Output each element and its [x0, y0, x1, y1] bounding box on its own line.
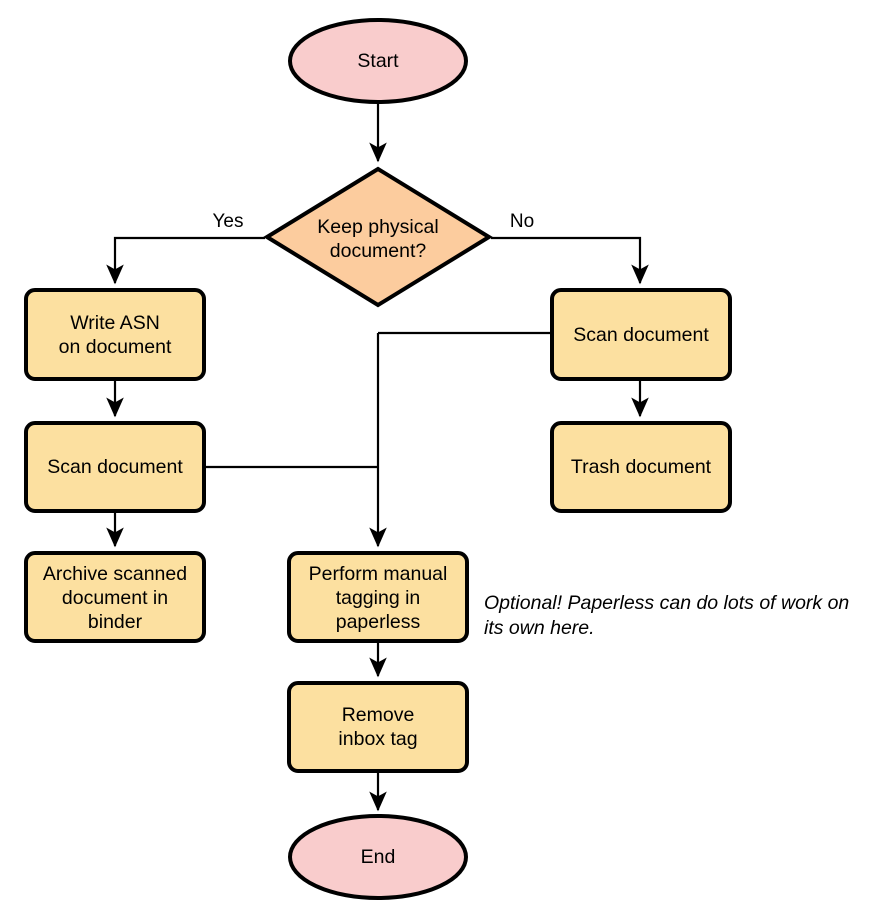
node-start[interactable]: Start — [288, 18, 468, 104]
start-label: Start — [357, 50, 399, 72]
edge-label-no: No — [510, 211, 534, 232]
trash-document-box[interactable] — [550, 421, 732, 513]
decision-label-line-2: document? — [330, 240, 427, 262]
trash-document-label: Trash document — [571, 456, 712, 478]
optional-note-line-2: its own here. — [484, 617, 595, 639]
node-trash-document[interactable]: Trash document — [550, 421, 732, 513]
node-end[interactable]: End — [288, 814, 468, 900]
archive-label-line-3: binder — [88, 611, 143, 633]
node-scan-document-left[interactable]: Scan document — [24, 421, 206, 513]
annotation-optional-note: Optional! Paperless can do lots of work … — [484, 592, 849, 639]
archive-label-line-1: Archive scanned — [43, 563, 187, 585]
archive-label-line-2: document in — [62, 587, 168, 609]
scan-document-left-box[interactable] — [24, 421, 206, 513]
tagging-label-line-3: paperless — [336, 611, 421, 633]
write-asn-label-line-2: on document — [59, 336, 172, 358]
scan-document-left-label: Scan document — [47, 456, 183, 478]
decision-label-line-1: Keep physical — [317, 216, 438, 238]
node-perform-manual-tagging[interactable]: Perform manual tagging in paperless — [287, 551, 469, 643]
node-decision-keep-physical-document[interactable]: Keep physical document? — [263, 166, 493, 308]
decision-diamond[interactable] — [263, 166, 493, 308]
optional-note-line-1: Optional! Paperless can do lots of work … — [484, 592, 849, 614]
remove-inbox-tag-box[interactable] — [287, 681, 469, 773]
node-remove-inbox-tag[interactable]: Remove inbox tag — [287, 681, 469, 773]
edge-decision-no-to-scan-right — [491, 236, 649, 285]
tagging-label-line-1: Perform manual — [309, 563, 448, 585]
node-archive-scanned-document[interactable]: Archive scanned document in binder — [24, 551, 206, 643]
write-asn-label-line-1: Write ASN — [70, 312, 160, 334]
edge-decision-yes-to-write-asn — [106, 236, 265, 285]
remove-inbox-tag-label-line-1: Remove — [342, 704, 415, 726]
scan-document-right-label: Scan document — [573, 324, 709, 346]
end-ellipse[interactable] — [288, 814, 468, 900]
node-scan-document-right[interactable]: Scan document — [550, 288, 732, 381]
scan-document-right-box[interactable] — [550, 288, 732, 381]
end-label: End — [361, 846, 396, 868]
remove-inbox-tag-label-line-2: inbox tag — [338, 728, 417, 750]
write-asn-box[interactable] — [24, 288, 206, 381]
start-ellipse[interactable] — [288, 18, 468, 104]
node-write-asn-on-document[interactable]: Write ASN on document — [24, 288, 206, 381]
archive-box[interactable] — [24, 551, 206, 643]
tagging-label-line-2: tagging in — [336, 587, 421, 609]
tagging-box[interactable] — [287, 551, 469, 643]
edge-label-yes: Yes — [213, 211, 244, 232]
